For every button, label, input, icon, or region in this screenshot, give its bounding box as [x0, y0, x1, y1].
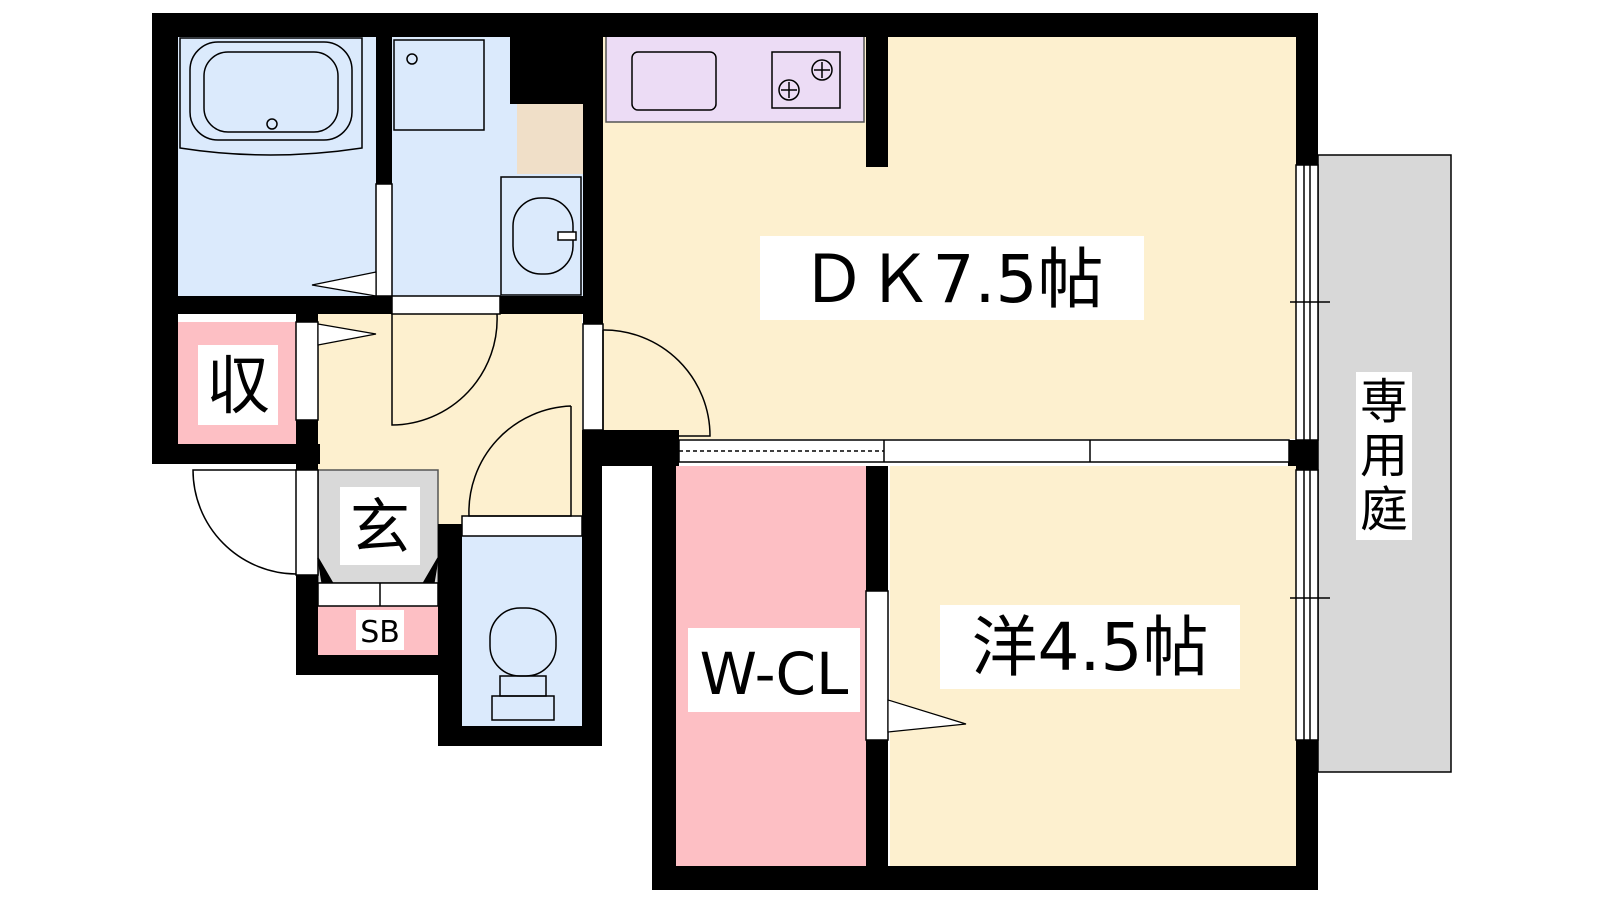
wcl-label-bg [688, 628, 860, 712]
dk-label: ＤＫ7.5帖 [801, 241, 1104, 318]
washing-machine-icon [393, 39, 485, 131]
toilet-icon [489, 607, 557, 721]
wash-basin-icon [500, 176, 582, 296]
storage-label-bg [198, 345, 278, 425]
stove-icon [771, 51, 841, 109]
shoe-box-label: SB [360, 615, 400, 650]
shoe-box-label-bg [356, 610, 404, 650]
sliding-partition [678, 439, 1290, 463]
window-dk [1290, 164, 1330, 441]
sliding-door-arrows [311, 271, 967, 733]
garden-label-3: 庭 [1360, 482, 1408, 538]
garden-label-2: 用 [1360, 428, 1408, 484]
entrance-label: 玄 [350, 493, 410, 563]
washroom-passage [517, 104, 583, 174]
dk-label-bg [760, 236, 1144, 320]
western-label-bg [940, 605, 1240, 689]
door-frames [295, 183, 889, 741]
washing-machine-dot [406, 53, 418, 65]
storage-label: 収 [206, 350, 270, 424]
western-label: 洋4.5帖 [972, 609, 1209, 686]
door-swings [192, 313, 711, 575]
window-western [1290, 469, 1330, 741]
garden-label-1: 専 [1360, 374, 1408, 430]
walls [152, 13, 1318, 890]
bathtub-icon [179, 37, 363, 156]
sink-icon [631, 51, 717, 111]
wcl-label: W-CL [700, 640, 849, 708]
entrance-label-bg [340, 487, 420, 565]
toilet-room [462, 536, 582, 726]
garden-label-bg [1356, 372, 1412, 540]
entrance-step [317, 557, 439, 607]
